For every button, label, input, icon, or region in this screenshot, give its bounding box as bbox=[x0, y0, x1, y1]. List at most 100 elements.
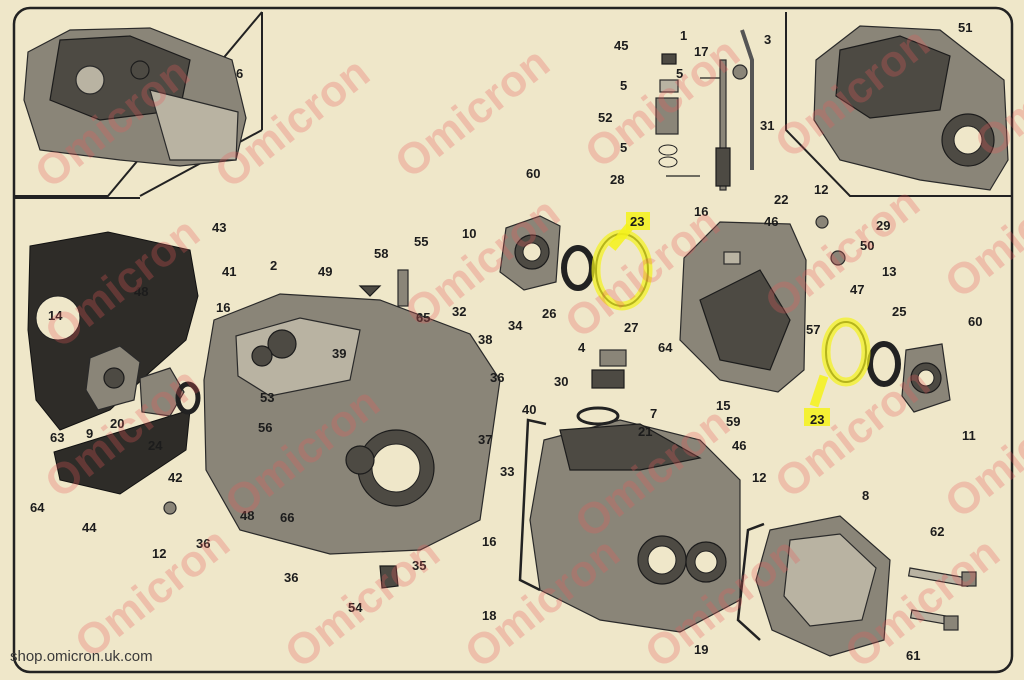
bearing-27 bbox=[591, 349, 627, 389]
gasket-hole bbox=[35, 295, 81, 341]
callout-c60b: 60 bbox=[968, 314, 982, 329]
seal-24 bbox=[175, 381, 201, 415]
callout-c36b: 36 bbox=[196, 536, 210, 551]
callout-c4: 4 bbox=[578, 340, 586, 355]
inset-divider-right bbox=[785, 12, 1012, 197]
callout-c10: 10 bbox=[462, 226, 476, 241]
callout-c65: 65 bbox=[416, 310, 430, 325]
outer-frame bbox=[12, 6, 1014, 674]
watermark-text: Omicron bbox=[66, 518, 239, 668]
callout-c18: 18 bbox=[482, 608, 496, 623]
seal-26 bbox=[561, 245, 595, 291]
callout-c5c: 5 bbox=[676, 66, 683, 81]
highlight-23-top bbox=[591, 212, 653, 311]
selector-shaft-parts bbox=[655, 29, 754, 191]
callout-c40: 40 bbox=[522, 402, 536, 417]
callout-c33: 33 bbox=[500, 464, 514, 479]
bolts-61 bbox=[909, 609, 959, 631]
callout-c48b: 48 bbox=[240, 508, 254, 523]
callout-c25: 25 bbox=[892, 304, 906, 319]
callout-c5b: 5 bbox=[620, 140, 627, 155]
callout-c29: 29 bbox=[876, 218, 890, 233]
seal-25 bbox=[867, 341, 901, 387]
gearbox-assembly-left-inset bbox=[23, 27, 247, 167]
callout-c3: 3 bbox=[764, 32, 771, 47]
callout-c14: 14 bbox=[48, 308, 63, 323]
ring-30 bbox=[576, 406, 620, 426]
callout-c60a: 60 bbox=[526, 166, 540, 181]
bolts-62 bbox=[907, 567, 977, 587]
gasket-18 bbox=[518, 418, 547, 592]
rear-cover-11 bbox=[901, 343, 951, 413]
callout-c23b: 23 bbox=[810, 412, 824, 427]
callout-c36c: 36 bbox=[284, 570, 298, 585]
callout-c34: 34 bbox=[508, 318, 523, 333]
gasket-44 bbox=[53, 409, 191, 495]
callout-c16a: 16 bbox=[694, 204, 708, 219]
callout-labels: 1234555678910111212121314151616161718192… bbox=[30, 20, 982, 663]
callout-c11: 11 bbox=[962, 428, 976, 443]
front-cover-10 bbox=[499, 215, 561, 291]
callout-c39: 39 bbox=[332, 346, 346, 361]
callout-c64a: 64 bbox=[30, 500, 45, 515]
callout-c46b: 46 bbox=[732, 438, 746, 453]
gearbox-assembly-right-inset bbox=[813, 25, 1009, 191]
callout-c31: 31 bbox=[760, 118, 774, 133]
cover-8 bbox=[755, 515, 891, 657]
callout-c28: 28 bbox=[610, 172, 624, 187]
callout-c36a: 36 bbox=[490, 370, 504, 385]
callout-c17: 17 bbox=[694, 44, 708, 59]
gasket-43 bbox=[27, 231, 199, 431]
callout-c6: 6 bbox=[236, 66, 243, 81]
callout-c66: 66 bbox=[280, 510, 294, 525]
callout-c46a: 46 bbox=[764, 214, 778, 229]
callout-c41: 41 bbox=[222, 264, 236, 279]
callout-c55: 55 bbox=[414, 234, 428, 249]
callout-c12a: 12 bbox=[814, 182, 828, 197]
callout-c52: 52 bbox=[598, 110, 612, 125]
callout-c9: 9 bbox=[86, 426, 93, 441]
callout-c5a: 5 bbox=[620, 78, 627, 93]
callout-c58: 58 bbox=[374, 246, 388, 261]
callout-c54: 54 bbox=[348, 600, 363, 615]
callout-c2: 2 bbox=[270, 258, 277, 273]
gasket-19 bbox=[736, 522, 765, 641]
callout-c57: 57 bbox=[806, 322, 820, 337]
nut-12-right bbox=[815, 215, 829, 229]
callout-c32: 32 bbox=[452, 304, 466, 319]
rear-housing bbox=[679, 221, 807, 393]
source-credit: shop.omicron.uk.com bbox=[10, 648, 153, 665]
callout-c23a: 23 bbox=[630, 214, 644, 229]
callout-c15: 15 bbox=[716, 398, 730, 413]
callout-c26: 26 bbox=[542, 306, 556, 321]
callout-c64b: 64 bbox=[658, 340, 673, 355]
main-case-left bbox=[203, 293, 501, 555]
callout-c16b: 16 bbox=[216, 300, 230, 315]
callout-c43: 43 bbox=[212, 220, 226, 235]
callout-c45: 45 bbox=[614, 38, 628, 53]
callout-c62: 62 bbox=[930, 524, 944, 539]
callout-c35: 35 bbox=[412, 558, 426, 573]
callout-c61: 61 bbox=[906, 648, 920, 663]
callout-c20: 20 bbox=[110, 416, 124, 431]
callout-c27: 27 bbox=[624, 320, 638, 335]
callout-c8: 8 bbox=[862, 488, 869, 503]
callout-c63: 63 bbox=[50, 430, 64, 445]
callout-c1: 1 bbox=[680, 28, 687, 43]
callout-c16c: 16 bbox=[482, 534, 496, 549]
cover-9 bbox=[85, 345, 141, 411]
callout-c59: 59 bbox=[726, 414, 740, 429]
callout-c24: 24 bbox=[148, 438, 163, 453]
callout-c22: 22 bbox=[774, 192, 788, 207]
callout-c7: 7 bbox=[650, 406, 657, 421]
callout-c42: 42 bbox=[168, 470, 182, 485]
main-case-right bbox=[529, 419, 741, 633]
callout-c13: 13 bbox=[882, 264, 896, 279]
callout-c50: 50 bbox=[860, 238, 874, 253]
callout-c44: 44 bbox=[82, 520, 97, 535]
clip-58 bbox=[358, 285, 382, 297]
nut-12-left bbox=[163, 501, 177, 515]
callout-c19: 19 bbox=[694, 642, 708, 657]
